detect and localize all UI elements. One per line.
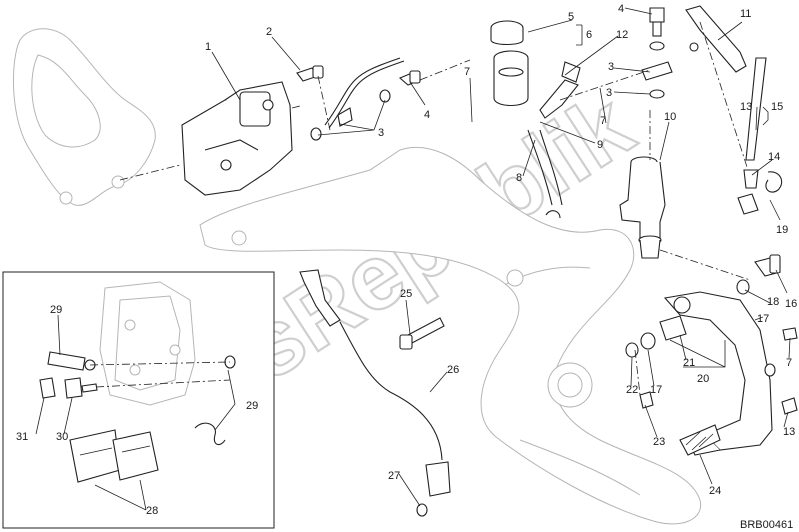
callout-13: 13 xyxy=(740,101,752,113)
callout-5: 5 xyxy=(568,11,574,23)
callout-31: 31 xyxy=(16,431,28,443)
push-rod xyxy=(737,57,783,215)
callout-9: 9 xyxy=(597,139,603,151)
callout-30: 30 xyxy=(56,431,68,443)
bolt-25 xyxy=(399,317,445,350)
callout-1: 1 xyxy=(205,41,211,53)
callout-19: 19 xyxy=(776,224,788,236)
swingarm xyxy=(199,146,702,525)
callout-18: 18 xyxy=(767,296,779,308)
callout-7: 7 xyxy=(600,115,606,127)
callout-29: 29 xyxy=(50,304,62,316)
brake-pedal xyxy=(663,291,773,456)
callout-12: 12 xyxy=(616,29,628,41)
mounting-plate xyxy=(685,5,747,73)
reservoir-hose xyxy=(527,129,563,219)
callout-13: 13 xyxy=(783,426,795,438)
callout-3: 3 xyxy=(608,61,614,73)
callout-22: 22 xyxy=(626,384,638,396)
speed-sensor xyxy=(299,269,451,517)
brake-hose xyxy=(324,57,405,129)
leader-lines xyxy=(35,7,791,511)
callout-27: 27 xyxy=(388,470,400,482)
master-cylinder xyxy=(619,156,666,259)
brake-caliper xyxy=(181,81,293,196)
callout-3: 3 xyxy=(378,127,384,139)
diagram-code: BRB00461 xyxy=(740,519,793,531)
callout-11: 11 xyxy=(740,8,751,20)
callout-17: 17 xyxy=(650,384,662,396)
callout-4: 4 xyxy=(424,109,430,121)
callout-2: 2 xyxy=(266,26,272,38)
callout-25: 25 xyxy=(400,288,412,300)
callout-labels: 1 2 3 4 5 6 7 4 11 12 3 3 7 9 8 10 13 15… xyxy=(16,3,797,517)
callout-7: 7 xyxy=(464,66,470,78)
callout-23: 23 xyxy=(653,436,665,448)
callout-17: 17 xyxy=(757,313,769,325)
callout-15: 15 xyxy=(771,101,783,113)
assembly-centerlines xyxy=(89,21,751,396)
callout-6: 6 xyxy=(586,29,592,41)
callout-20: 20 xyxy=(697,373,709,385)
callout-7: 7 xyxy=(786,357,792,369)
callout-14: 14 xyxy=(768,151,780,163)
callout-24: 24 xyxy=(709,485,721,497)
callout-10: 10 xyxy=(664,111,676,123)
return-spring xyxy=(639,391,721,456)
callout-26: 26 xyxy=(447,364,459,376)
pedal-pivot-parts xyxy=(625,254,798,415)
callout-8: 8 xyxy=(516,172,522,184)
callout-4: 4 xyxy=(618,3,624,15)
callout-21: 21 xyxy=(683,357,695,369)
callout-29: 29 xyxy=(246,400,258,412)
callout-28: 28 xyxy=(146,505,158,517)
brake-reservoir xyxy=(490,20,529,107)
fitting-and-washers xyxy=(641,7,673,99)
callout-16: 16 xyxy=(785,298,797,310)
caliper-bracket xyxy=(13,28,156,206)
inset-box xyxy=(2,271,275,529)
callout-3: 3 xyxy=(606,87,612,99)
